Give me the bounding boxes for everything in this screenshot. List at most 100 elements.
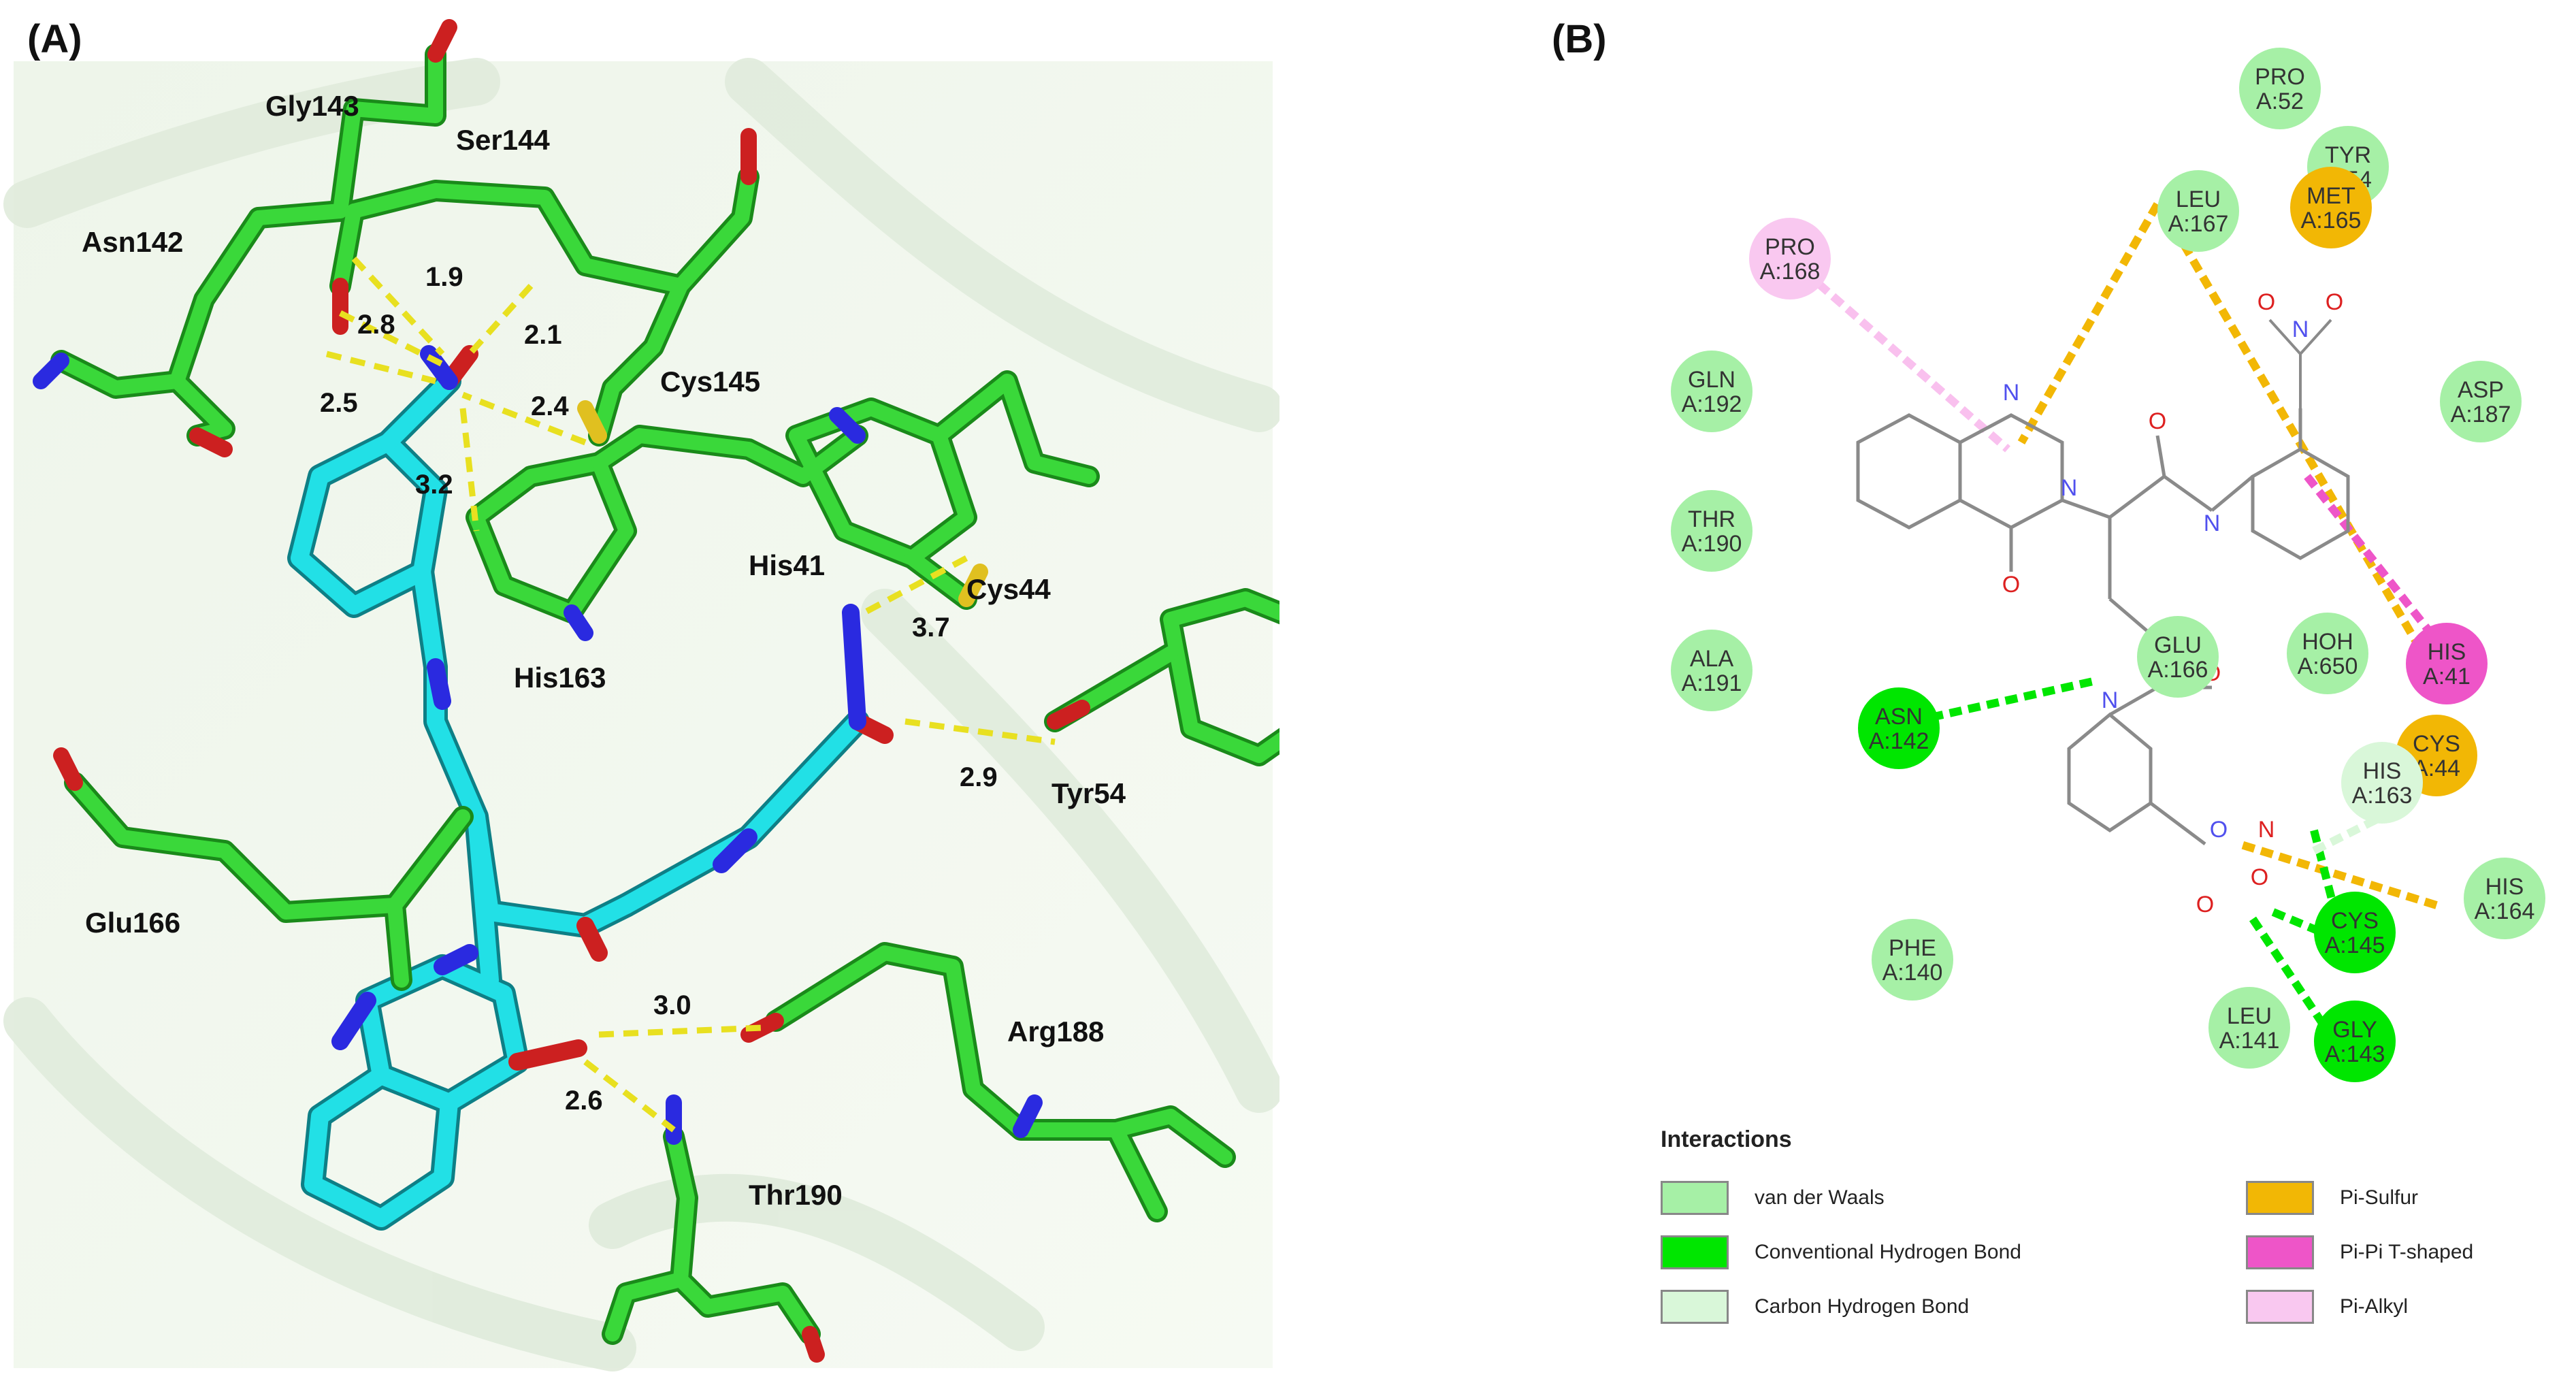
residue-label: Cys145 <box>660 365 760 397</box>
atom-label: N <box>2204 510 2221 536</box>
panel-a-3d-view: (A) <box>0 0 1338 1378</box>
ligand-sticks <box>287 345 894 1231</box>
residue-circle <box>2314 892 2396 973</box>
ligand-skeleton <box>1856 408 2350 845</box>
residue-id: A:143 <box>2325 1041 2385 1067</box>
legend-swatch <box>1661 1235 1729 1269</box>
residue-name: TYR <box>2325 142 2371 168</box>
residue-name: ASN <box>1875 704 1923 730</box>
residue-label: His41 <box>749 549 825 581</box>
residue-label: His163 <box>514 662 606 694</box>
legend-item-pi-pi-t-shaped: Pi-Pi T-shaped <box>2246 1235 2473 1269</box>
legend-label: Conventional Hydrogen Bond <box>1755 1241 2021 1263</box>
residue-bubbles: PROA:52TYRA:54LEUA:167META:165PROA:168GL… <box>1671 48 2545 1082</box>
residue-id: A:650 <box>2298 653 2358 679</box>
protein-ribbons <box>3 58 1283 1371</box>
residue-id: A:191 <box>1682 670 1742 696</box>
panel-a-label: (A) <box>27 17 82 61</box>
residue-circle <box>1671 490 1752 572</box>
residue-label: Asn142 <box>82 226 183 258</box>
legend-label: Pi-Pi T-shaped <box>2340 1241 2474 1263</box>
residue-label: Cys44 <box>966 573 1051 605</box>
residue-circle <box>1872 919 1953 1001</box>
residue-name: HIS <box>2428 639 2466 665</box>
residue-circle <box>2157 170 2239 252</box>
atom-label: O <box>2257 289 2275 315</box>
panel-a-structure: Gly143 Ser144 Asn142 Cys145 His41 Cys44 … <box>3 19 1338 1371</box>
legend-label: van der Waals <box>1755 1186 1885 1209</box>
ligand-atom-labels: N N O O N N O O N O O N O O <box>2002 289 2343 917</box>
atom-label: N <box>2258 817 2275 843</box>
legend-label: Pi-Sulfur <box>2340 1186 2419 1209</box>
residue-name: THR <box>1688 506 1735 532</box>
hbond-lines <box>325 256 1056 1133</box>
residue-id: A:192 <box>1682 391 1742 417</box>
residue-id: A:165 <box>2301 208 2362 233</box>
residue-name: GLU <box>2154 632 2202 658</box>
residue-label: Gly143 <box>265 90 359 122</box>
residue-id: A:187 <box>2451 402 2511 427</box>
residue-id: A:190 <box>1682 531 1742 557</box>
residue-circle <box>2406 623 2488 704</box>
atom-label: O <box>2210 817 2228 843</box>
residue-name: HIS <box>2363 758 2402 784</box>
residue-label: Glu166 <box>85 907 180 939</box>
atom-label: O <box>2196 892 2214 917</box>
legend-item-pi-sulfur: Pi-Sulfur <box>2246 1181 2418 1215</box>
residue-name: GLN <box>1688 367 1735 393</box>
atom-label: N <box>2292 316 2309 342</box>
residue-name: ASP <box>2458 377 2504 403</box>
residue-name: LEU <box>2227 1003 2272 1029</box>
residue-id: A:163 <box>2352 783 2413 809</box>
residue-circle <box>1671 351 1752 432</box>
residue-circle <box>2440 361 2522 442</box>
residue-id: A:41 <box>2423 664 2471 689</box>
residue-label: Tyr54 <box>1051 777 1126 809</box>
legend-swatch <box>2246 1290 2314 1324</box>
residue-name: GLY <box>2332 1017 2377 1043</box>
distance-label: 3.2 <box>415 470 453 500</box>
distance-label: 2.4 <box>531 391 569 421</box>
legend-item-van-der-waals: van der Waals <box>1661 1181 1885 1215</box>
legend-swatch <box>2246 1235 2314 1269</box>
distance-label: 1.9 <box>425 262 463 292</box>
distance-label: 2.6 <box>565 1086 603 1116</box>
residue-id: A:164 <box>2475 898 2535 924</box>
distance-label: 3.7 <box>912 613 950 643</box>
residue-id: A:52 <box>2256 88 2304 114</box>
residue-label: Arg188 <box>1007 1016 1104 1047</box>
legend-title: Interactions <box>1661 1126 1792 1152</box>
distance-label: 2.8 <box>357 310 395 340</box>
residue-id: A:167 <box>2168 211 2229 237</box>
atom-label: O <box>2149 408 2166 434</box>
residue-name: PHE <box>1889 935 1936 961</box>
residue-circle <box>1858 687 1940 769</box>
residue-id: A:140 <box>1882 960 1943 986</box>
residue-id: A:168 <box>1760 259 1821 285</box>
residue-circle <box>2287 613 2368 694</box>
residue-name: PRO <box>1765 234 1815 260</box>
distance-label: 3.0 <box>653 990 691 1020</box>
residue-name: PRO <box>2255 64 2305 90</box>
distance-labels: 1.9 2.8 2.1 2.5 2.4 3.2 3.7 2.9 3.0 2.6 <box>320 262 998 1116</box>
distance-label: 2.1 <box>524 320 562 350</box>
atom-label: O <box>2002 572 2020 598</box>
residue-name: MET <box>2306 183 2355 209</box>
residue-name: CYS <box>2331 908 2379 934</box>
residue-label: Thr190 <box>749 1179 843 1211</box>
residue-id: A:166 <box>2148 657 2208 683</box>
residue-labels: Gly143 Ser144 Asn142 Cys145 His41 Cys44 … <box>82 90 1126 1211</box>
residue-circle <box>1749 218 1831 299</box>
